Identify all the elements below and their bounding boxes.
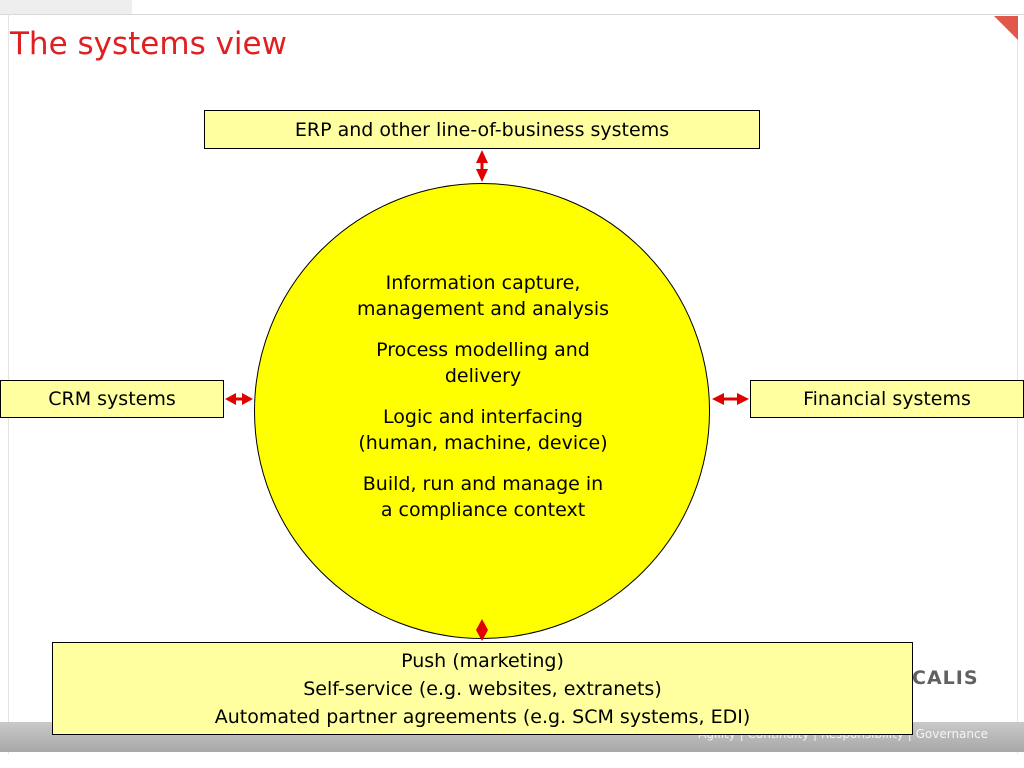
crm-systems-box: CRM systems <box>0 380 224 418</box>
core-item-process-line2: delivery <box>444 365 522 387</box>
right-double-arrow-icon <box>712 393 749 405</box>
erp-systems-label: ERP and other line-of-business systems <box>294 118 670 141</box>
corner-triangle-icon <box>994 16 1018 40</box>
channels-line-push: Push (marketing) <box>401 649 564 672</box>
channels-line-self-service: Self-service (e.g. websites, extranets) <box>303 677 662 700</box>
core-item-capture: Information capture, management and anal… <box>300 270 666 322</box>
core-item-logic-line1: Logic and interfacing <box>383 406 583 428</box>
left-double-arrow-icon <box>225 393 253 405</box>
core-item-compliance-line1: Build, run and manage in <box>362 473 604 495</box>
slide-frame-top <box>0 14 1024 15</box>
core-item-process: Process modelling and delivery <box>300 337 666 389</box>
core-item-capture-line2: management and analysis <box>356 298 610 320</box>
channels-line-partner: Automated partner agreements (e.g. SCM s… <box>214 705 751 728</box>
core-item-logic-line2: (human, machine, device) <box>358 432 608 454</box>
channels-box: Push (marketing) Self-service (e.g. webs… <box>52 642 913 735</box>
core-item-process-line1: Process modelling and <box>376 339 590 361</box>
core-circle-text: Information capture, management and anal… <box>300 270 666 538</box>
financial-systems-box: Financial systems <box>750 380 1024 418</box>
erp-systems-box: ERP and other line-of-business systems <box>204 110 760 149</box>
core-item-logic: Logic and interfacing (human, machine, d… <box>300 404 666 456</box>
core-item-capture-line1: Information capture, <box>385 272 581 294</box>
top-double-arrow-icon <box>476 150 488 182</box>
core-item-compliance: Build, run and manage in a compliance co… <box>300 471 666 523</box>
core-item-compliance-line2: a compliance context <box>380 499 586 521</box>
financial-systems-label: Financial systems <box>803 388 971 410</box>
slide-title: The systems view <box>10 26 287 62</box>
crm-systems-label: CRM systems <box>48 388 176 410</box>
core-circle <box>254 183 710 639</box>
footer-logo: CALIS <box>912 667 979 689</box>
slide-top-tab <box>0 0 132 14</box>
